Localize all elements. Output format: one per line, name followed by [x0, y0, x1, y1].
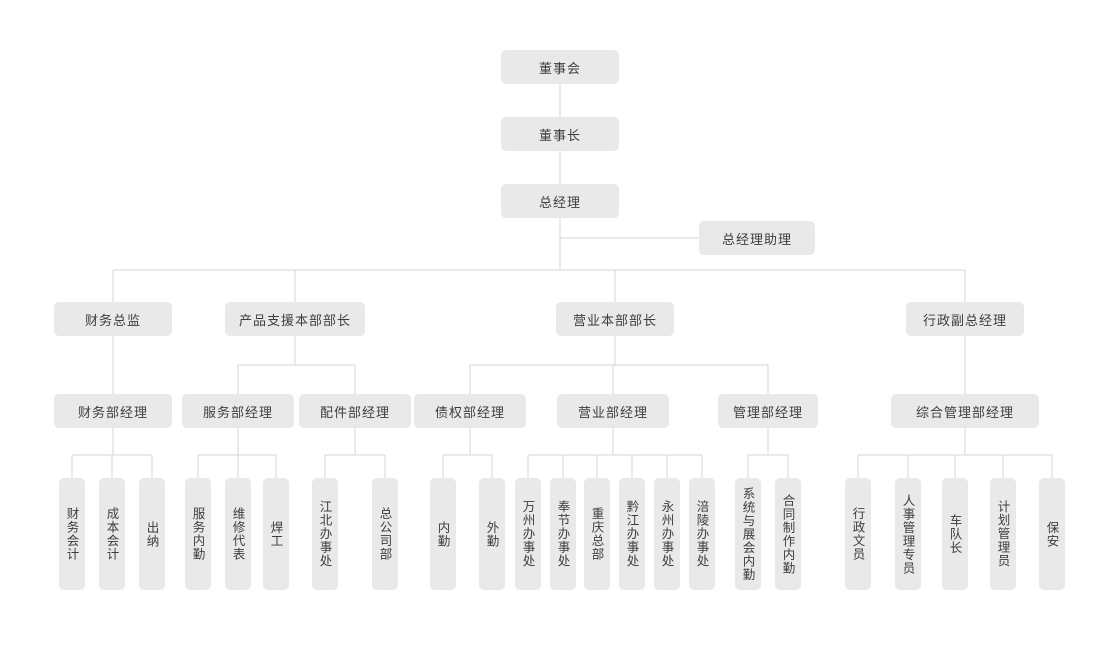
node-system-exhibition-clerk: 系统与展会内勤 — [735, 478, 761, 590]
node-hr-specialist: 人事管理专员 — [895, 478, 921, 590]
node-parts-dept-manager: 配件部经理 — [299, 394, 411, 428]
node-finance-dept-manager: 财务部经理 — [54, 394, 172, 428]
node-jiangbei-office: 江北办事处 — [312, 478, 338, 590]
node-qianjiang-office: 黔江办事处 — [619, 478, 645, 590]
node-chairman: 董事长 — [501, 117, 619, 151]
node-contract-production-clerk: 合同制作内勤 — [775, 478, 801, 590]
node-gm-assistant: 总经理助理 — [699, 221, 815, 255]
node-credit-dept-manager: 债权部经理 — [414, 394, 526, 428]
node-management-dept-manager: 管理部经理 — [718, 394, 818, 428]
node-sales-dept-manager: 营业部经理 — [557, 394, 669, 428]
node-head-office-dept: 总公司部 — [372, 478, 398, 590]
node-fengjie-office: 奉节办事处 — [550, 478, 576, 590]
node-fleet-captain: 车队长 — [942, 478, 968, 590]
node-financial-accounting: 财务会计 — [59, 478, 85, 590]
node-product-support-head: 产品支援本部部长 — [225, 302, 365, 336]
node-service-clerk: 服务内勤 — [185, 478, 211, 590]
node-yongzhou-office: 永州办事处 — [654, 478, 680, 590]
node-chongqing-hq: 重庆总部 — [584, 478, 610, 590]
node-planning-administrator: 计划管理员 — [990, 478, 1016, 590]
node-business-head: 营业本部部长 — [556, 302, 674, 336]
node-cashier: 出纳 — [139, 478, 165, 590]
node-wanzhou-office: 万州办事处 — [515, 478, 541, 590]
node-admin-clerk: 行政文员 — [845, 478, 871, 590]
node-welder: 焊工 — [263, 478, 289, 590]
node-field-clerk: 外勤 — [479, 478, 505, 590]
node-internal-clerk: 内勤 — [430, 478, 456, 590]
node-general-management-dept-manager: 综合管理部经理 — [891, 394, 1039, 428]
node-finance-director: 财务总监 — [54, 302, 172, 336]
node-service-dept-manager: 服务部经理 — [182, 394, 294, 428]
node-cost-accounting: 成本会计 — [99, 478, 125, 590]
node-board: 董事会 — [501, 50, 619, 84]
node-maintenance-rep: 维修代表 — [225, 478, 251, 590]
node-fuling-office: 涪陵办事处 — [689, 478, 715, 590]
node-security-guard: 保安 — [1039, 478, 1065, 590]
node-admin-deputy-gm: 行政副总经理 — [906, 302, 1024, 336]
node-general-manager: 总经理 — [501, 184, 619, 218]
